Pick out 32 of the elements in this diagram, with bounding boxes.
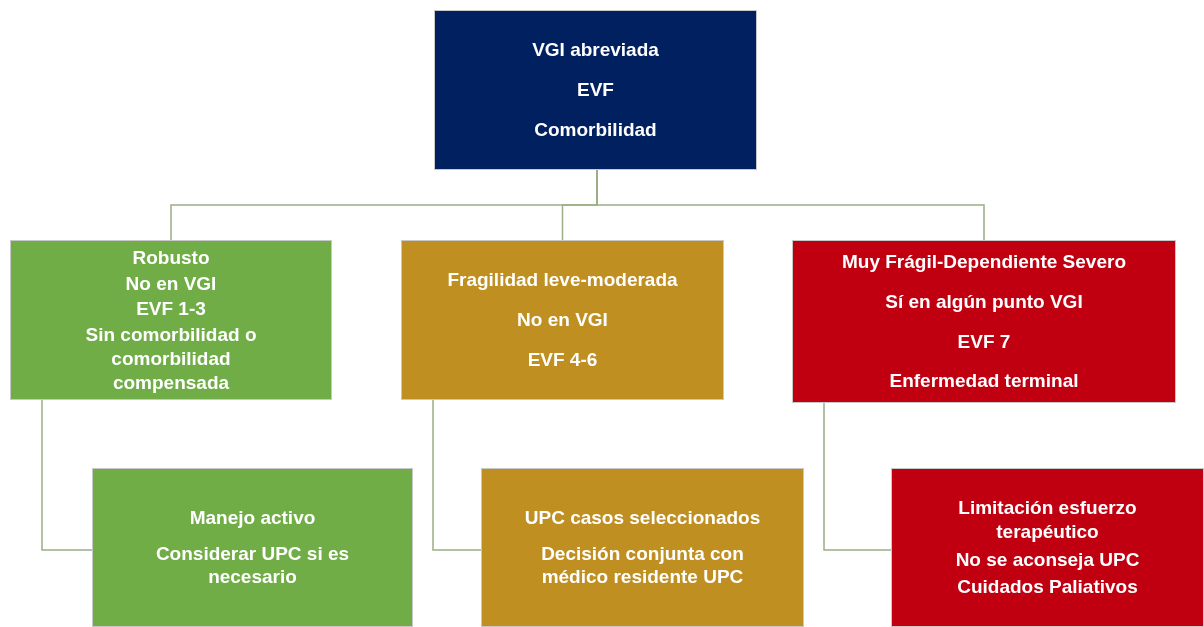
connector-line <box>41 399 93 551</box>
box-text: EVF 1-3 <box>136 297 206 321</box>
box-text: Robusto <box>132 245 210 270</box>
box-text: EVF 7 <box>957 329 1011 354</box>
process-box <box>401 240 724 400</box>
box-text: Muy Frágil-Dependiente Severo <box>842 250 1126 274</box>
connector-line <box>823 402 892 551</box>
box-text: Manejo activo <box>189 505 316 530</box>
connector-line <box>432 399 482 551</box>
box-text: Limitación esfuerzo terapéutico <box>957 496 1138 544</box>
connector-line <box>596 169 985 241</box>
box-text: No en VGI <box>517 308 608 332</box>
box-text: Considerar UPC si es necesario <box>154 541 351 590</box>
process-box <box>891 468 1204 627</box>
box-text: UPC casos seleccionados <box>524 505 761 530</box>
box-text: No en VGI <box>125 271 217 296</box>
box-text: No se aconseja UPC <box>955 547 1140 572</box>
box-text: Decisión conjunta con médico residente UPC <box>540 541 745 590</box>
box-text: Fragilidad leve-moderada <box>447 268 678 293</box>
process-box <box>434 10 757 170</box>
box-text: Sí en algún punto VGI <box>885 289 1083 314</box>
box-text: Cuidados Paliativos <box>957 575 1138 599</box>
box-text: Comorbilidad <box>534 117 657 142</box>
process-box <box>92 468 413 627</box>
box-text: Sin comorbilidad o comorbilidad compensada <box>84 323 258 395</box>
process-box <box>10 240 332 400</box>
process-box <box>792 240 1176 403</box>
box-text: Enfermedad terminal <box>889 369 1079 393</box>
box-text: VGI abreviada <box>532 38 659 63</box>
box-text: EVF 4-6 <box>527 347 598 372</box>
box-text: EVF <box>577 78 614 102</box>
process-box <box>481 468 804 627</box>
